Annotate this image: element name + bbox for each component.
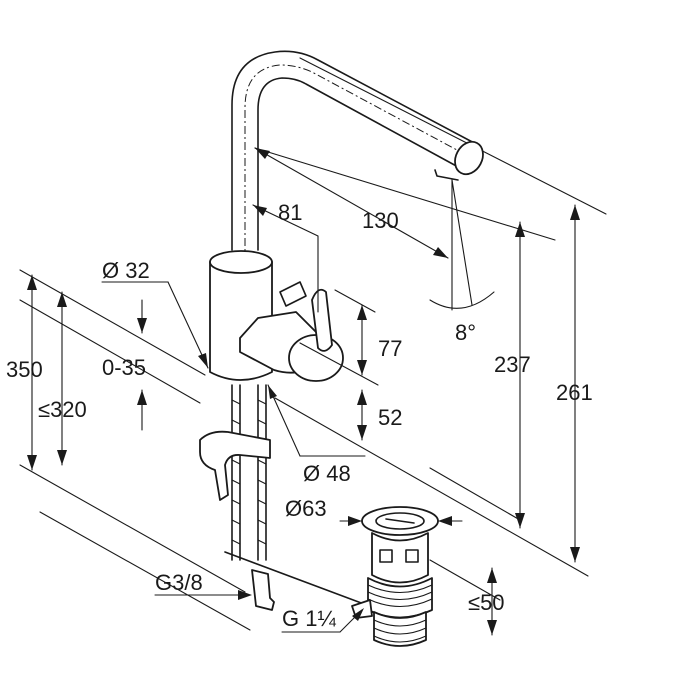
label-h350: 350 xyxy=(6,357,43,382)
dimension-lines xyxy=(27,147,580,636)
drain-assembly xyxy=(351,506,439,647)
supply-hoses xyxy=(224,384,381,611)
lever-handle xyxy=(239,288,379,386)
label-d81: 81 xyxy=(278,200,302,225)
label-d63: Ø63 xyxy=(285,496,327,521)
label-h50: ≤50 xyxy=(468,590,505,615)
label-h77: 77 xyxy=(378,336,402,361)
label-d130: 130 xyxy=(362,208,399,233)
label-angle8: 8° xyxy=(455,320,476,345)
label-g114: G 1¼ xyxy=(282,606,336,631)
label-d32: Ø 32 xyxy=(102,258,150,283)
label-d48: Ø 48 xyxy=(303,461,351,486)
label-h52: 52 xyxy=(378,405,402,430)
label-h237: 237 xyxy=(494,352,531,377)
label-h320: ≤320 xyxy=(38,397,87,422)
label-h261: 261 xyxy=(556,380,593,405)
faucet-spout xyxy=(231,50,484,262)
reference-lines xyxy=(19,57,607,631)
label-g38: G3/8 xyxy=(155,570,203,595)
dimension-labels: Ø 32 0-35 350 ≤320 81 130 77 52 237 261 … xyxy=(6,200,593,631)
mounting-bracket xyxy=(199,430,271,501)
label-range-0-35: 0-35 xyxy=(102,355,146,380)
